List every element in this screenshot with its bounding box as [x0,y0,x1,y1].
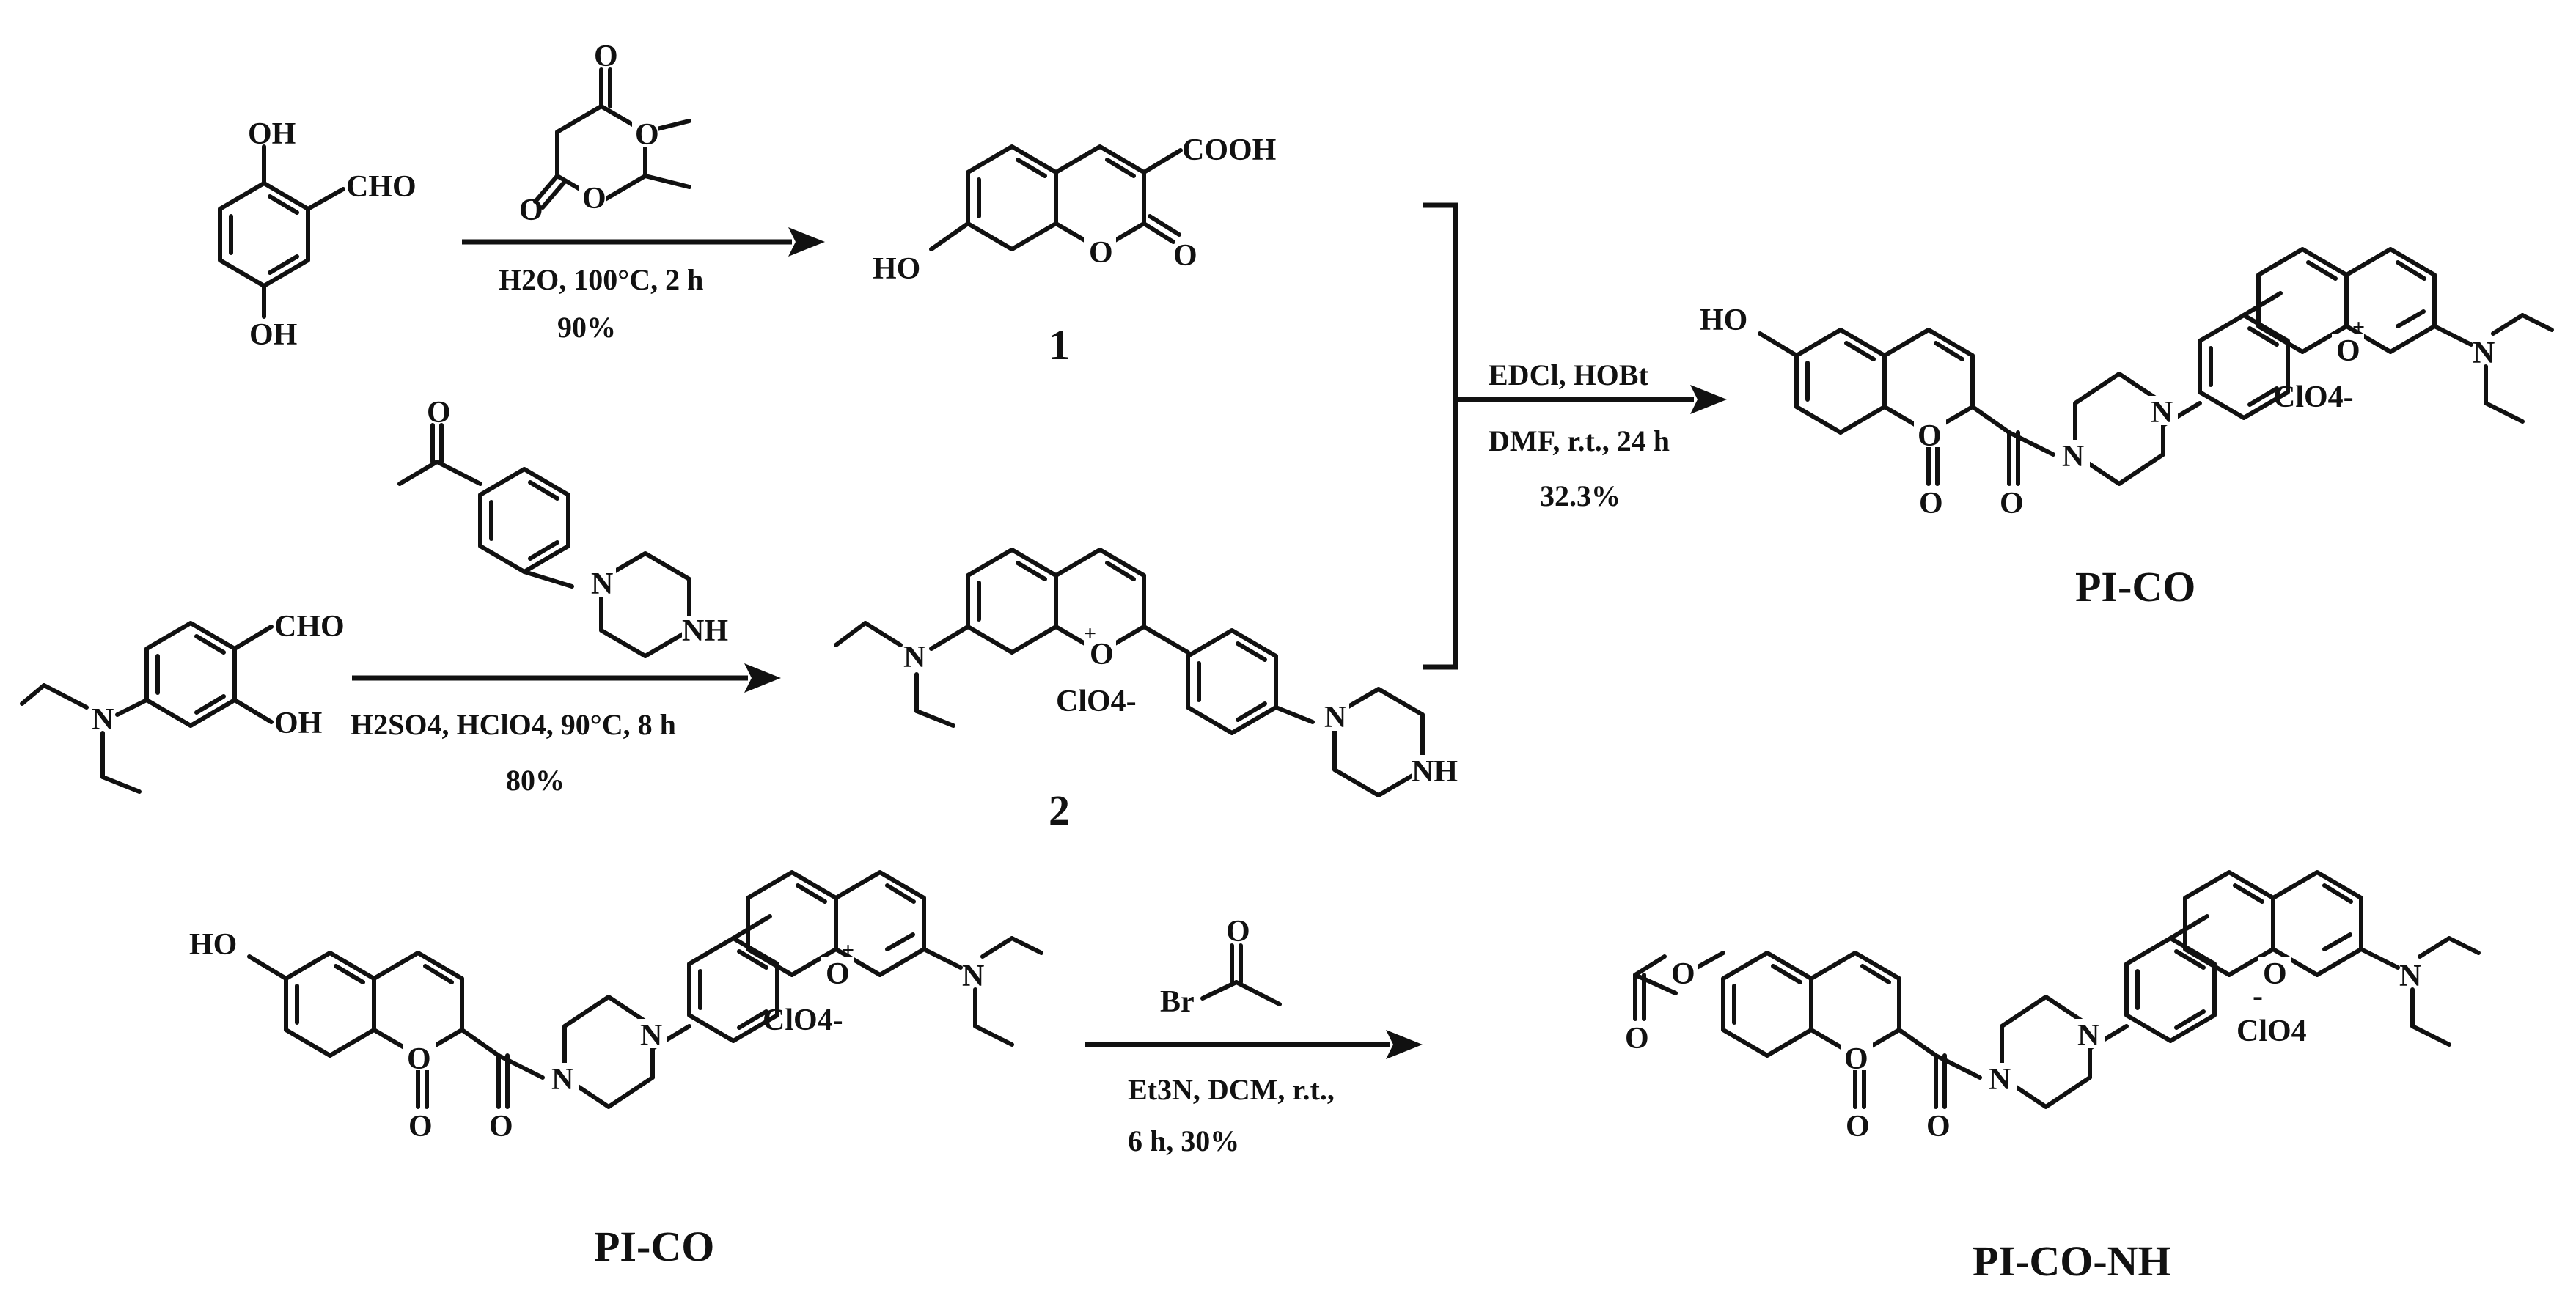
carbonyl-oxygen-label: O [1846,1110,1870,1143]
nitrogen-label: N [2473,336,2495,370]
step4-arrow [1085,1030,1423,1059]
amide-oxygen-label: O [1926,1110,1951,1143]
nh-label: NH [682,614,728,648]
bromoacetyl-reagent: O Br [1160,915,1282,1019]
step4-conditions-line2: 6 h, 30% [1128,1124,1239,1157]
oh-label: OH [274,707,322,740]
oxygen-label: O [582,182,606,216]
nitrogen-label: N [551,1063,573,1097]
ester-carbonyl-oxygen-label: O [1625,1022,1649,1056]
pi-co-label-bottom: PI-CO [594,1223,714,1270]
oh-label: OH [248,117,296,151]
nitrogen-label: N [1324,701,1346,734]
step1-conditions-line1: H2O, 100°C, 2 h [499,263,703,296]
pyrylium-oxygen-label: O [2263,957,2287,991]
nitrogen-label: N [903,641,925,674]
meldrums-acid-reagent: O O O O [519,40,691,227]
nitrogen-label: N [591,567,613,601]
oxygen-label: O [427,396,451,430]
nh-label: NH [1412,755,1458,789]
step4-conditions-line1: Et3N, DCM, r.t., [1128,1073,1335,1106]
step2-conditions-line2: 80% [506,764,565,797]
coupling-bracket [1423,202,1458,670]
ester-oxygen-label: O [1671,957,1695,991]
pi-co-structure-top: HO O O O N N O + ClO4- N [1700,247,2554,520]
perchlorate-counterion: ClO4 [2236,1014,2307,1048]
step1-starting-material: OH CHO OH [218,117,417,352]
amide-oxygen-label: O [2000,487,2024,520]
positive-charge-label: + [842,938,854,962]
nitrogen-label: N [2077,1019,2099,1053]
amide-oxygen-label: O [489,1110,513,1143]
acetylphenylpiperazine-reagent: O N NH [397,396,728,658]
carbonyl-oxygen-label: O [1173,239,1197,273]
bromine-label: Br [1160,985,1195,1019]
oxygen-label: O [1226,915,1250,948]
pyrylium-oxygen-label: O [2336,334,2360,368]
ho-label: HO [1700,303,1747,337]
pi-co-label-top: PI-CO [2075,563,2195,611]
step3-conditions-line1: EDCl, HOBt [1489,358,1648,391]
oh-label: OH [249,318,297,352]
compound-1-label: 1 [1049,321,1070,369]
perchlorate-counterion: ClO4- [2273,380,2354,414]
step2-starting-material: N CHO OH [20,610,345,794]
compound-1-structure: COOH HO O O [873,133,1276,286]
cho-label: CHO [274,610,345,644]
perchlorate-counterion: ClO4- [763,1003,843,1037]
step2-conditions-line1: H2SO4, HClO4, 90°C, 8 h [351,708,676,741]
nitrogen-label: N [640,1019,662,1053]
ring-oxygen-label: O [1844,1042,1868,1076]
step1-conditions-line2: 90% [557,311,616,344]
oxygen-label: O [594,40,618,73]
nitrogen-label: N [962,959,984,993]
negative-charge-label: - [2253,979,2263,1013]
pyrylium-oxygen-label: O [1090,638,1114,671]
nitrogen-label: N [2399,959,2421,993]
cooh-label: COOH [1182,133,1276,167]
nitrogen-label: N [1989,1063,2011,1097]
ring-oxygen-label: O [1918,419,1942,453]
step1-arrow [462,227,825,257]
step3-conditions-line2: DMF, r.t., 24 h [1489,424,1670,457]
ring-oxygen-label: O [1089,236,1113,270]
cho-label: CHO [346,170,417,204]
carbonyl-oxygen-label: O [1919,487,1943,520]
pi-co-nh-label: PI-CO-NH [1973,1237,2171,1285]
ho-label: HO [873,252,920,286]
ring-oxygen-label: O [407,1042,431,1076]
step3-arrow [1456,385,1727,414]
nitrogen-label: N [2151,396,2173,430]
perchlorate-counterion: ClO4- [1056,685,1137,718]
step2-arrow [352,663,781,693]
pi-co-structure-bottom: HO O O O N N O + ClO4- N [189,870,1043,1143]
oxygen-label: O [519,194,543,227]
pyrylium-oxygen-label: O [826,957,850,991]
step3-conditions-line3: 32.3% [1540,479,1621,512]
nitrogen-label: N [2062,440,2084,474]
nitrogen-label: N [92,703,114,737]
positive-charge-label: + [1084,622,1096,646]
compound-2-structure: N O + ClO4- N NH [834,548,1458,797]
carbonyl-oxygen-label: O [408,1110,433,1143]
oxygen-label: O [635,118,659,152]
positive-charge-label: + [2352,315,2365,339]
ho-label: HO [189,928,237,962]
compound-2-label: 2 [1049,787,1070,834]
pi-co-nh-structure: O O O O O N N O - ClO4 N [1625,870,2481,1143]
